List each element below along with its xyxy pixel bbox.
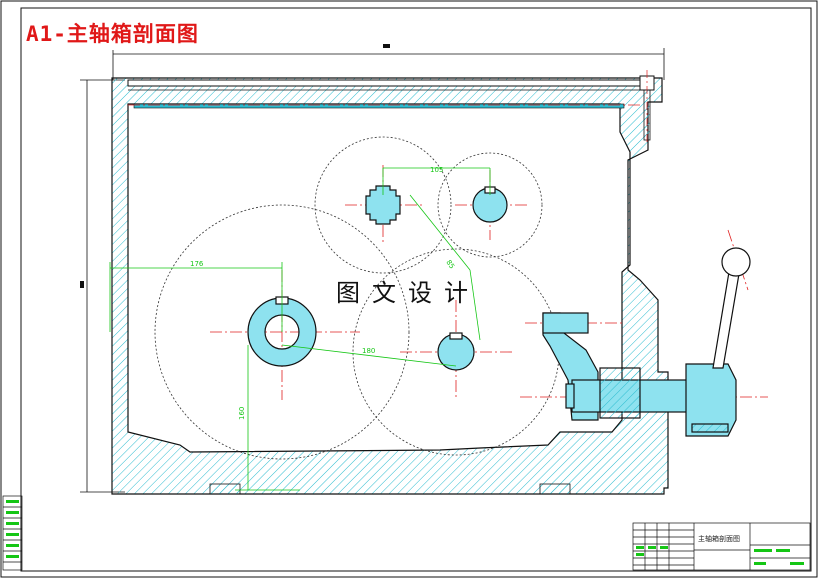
fork-block: [542, 312, 589, 334]
lever-mechanism: [542, 247, 751, 437]
left-label-column: [2, 495, 23, 571]
large-shaft: [247, 297, 317, 367]
top-marker: [383, 44, 390, 48]
title-block: [632, 522, 811, 571]
dimension-lines: [109, 167, 491, 491]
housing-section: [111, 70, 669, 495]
title-block-marks: [636, 546, 804, 565]
dim-label-180: 180: [362, 347, 375, 355]
left-label-marks: [6, 500, 19, 558]
gear-top-right: [437, 152, 543, 258]
cyan-shaft-bar: [133, 103, 625, 109]
watermark-text: 图文设计: [336, 279, 480, 307]
bottom-foot-right: [539, 483, 571, 495]
housing-wall: [111, 77, 669, 495]
shaft-bores: [247, 185, 508, 371]
lever-handle: [712, 265, 741, 369]
dim-label-105: 105: [430, 166, 443, 174]
lever-end-cap: [565, 383, 575, 409]
shaft-bottom-right-key: [449, 332, 463, 340]
dim-label-85: 85: [444, 259, 456, 271]
title-block-drawing-name: 主轴箱剖面图: [698, 535, 740, 543]
dim-label-176: 176: [190, 260, 204, 268]
bottom-foot-left: [209, 483, 241, 495]
top-cover: [127, 79, 649, 87]
drawing-title: A1-主轴箱剖面图: [26, 22, 199, 46]
gear-large: [154, 204, 410, 460]
dim-label-160: 160: [238, 407, 246, 420]
overall-dimensions: [80, 48, 665, 493]
lever-bushing: [685, 363, 737, 437]
inner-border: [20, 7, 812, 572]
lever-spring: [691, 423, 729, 433]
left-marker: [80, 281, 84, 288]
splined-shaft: [365, 185, 401, 225]
lever-knob: [721, 247, 751, 277]
gear-top-left: [314, 136, 452, 274]
lever-hub: [599, 367, 641, 419]
